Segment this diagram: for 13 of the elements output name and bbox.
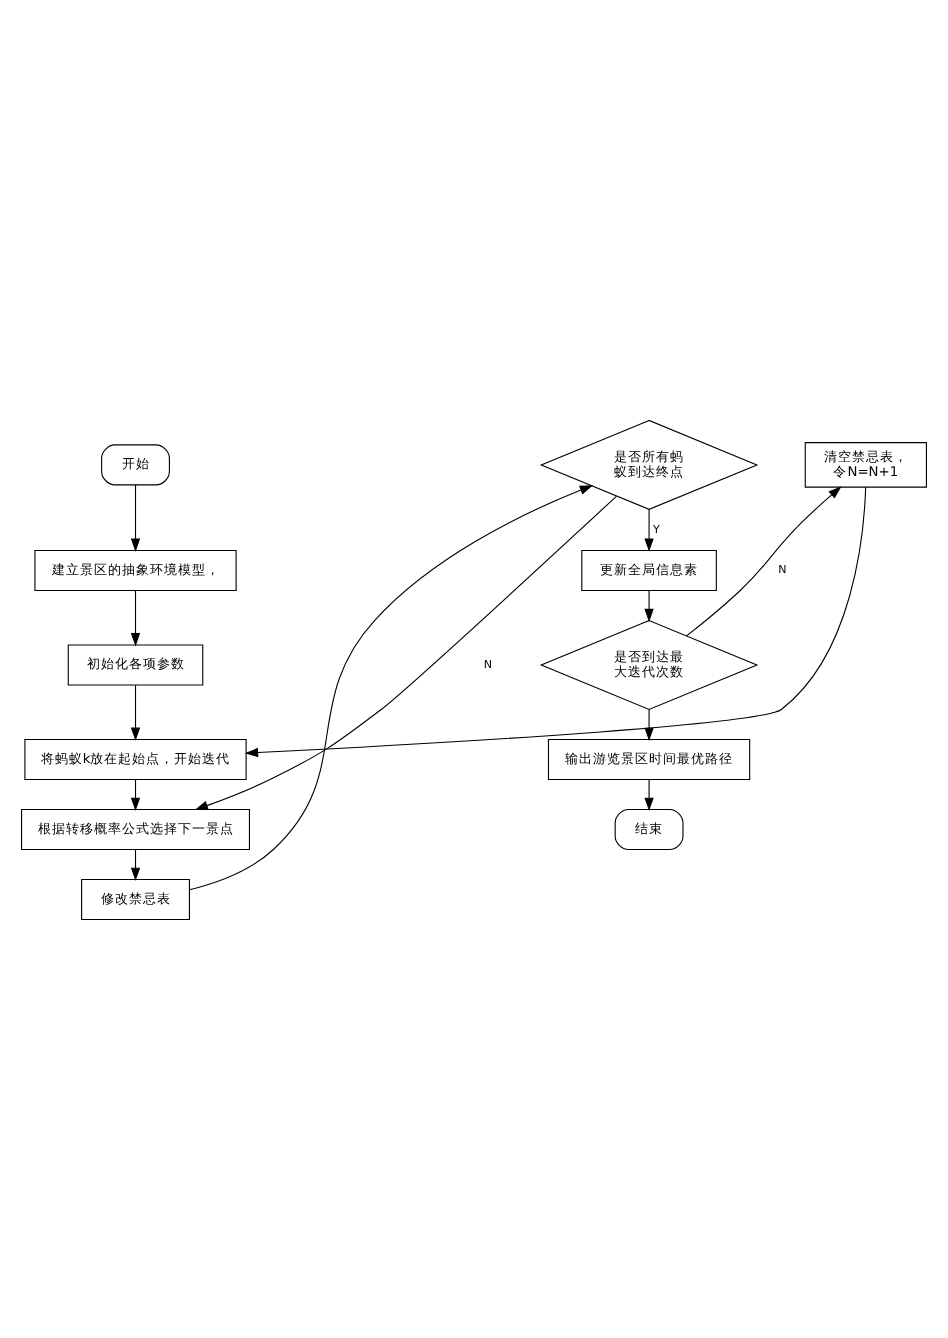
arrow <box>644 589 654 622</box>
arrow <box>130 589 141 646</box>
arrow <box>686 485 842 636</box>
arrow <box>644 508 654 551</box>
arrow <box>130 778 141 811</box>
arrow <box>130 483 141 551</box>
arrow <box>189 484 594 890</box>
arrow <box>130 683 141 740</box>
arrow <box>644 778 654 811</box>
arrow <box>644 708 654 740</box>
arrow <box>244 485 867 757</box>
arrow <box>194 494 617 809</box>
arrow <box>130 848 141 881</box>
